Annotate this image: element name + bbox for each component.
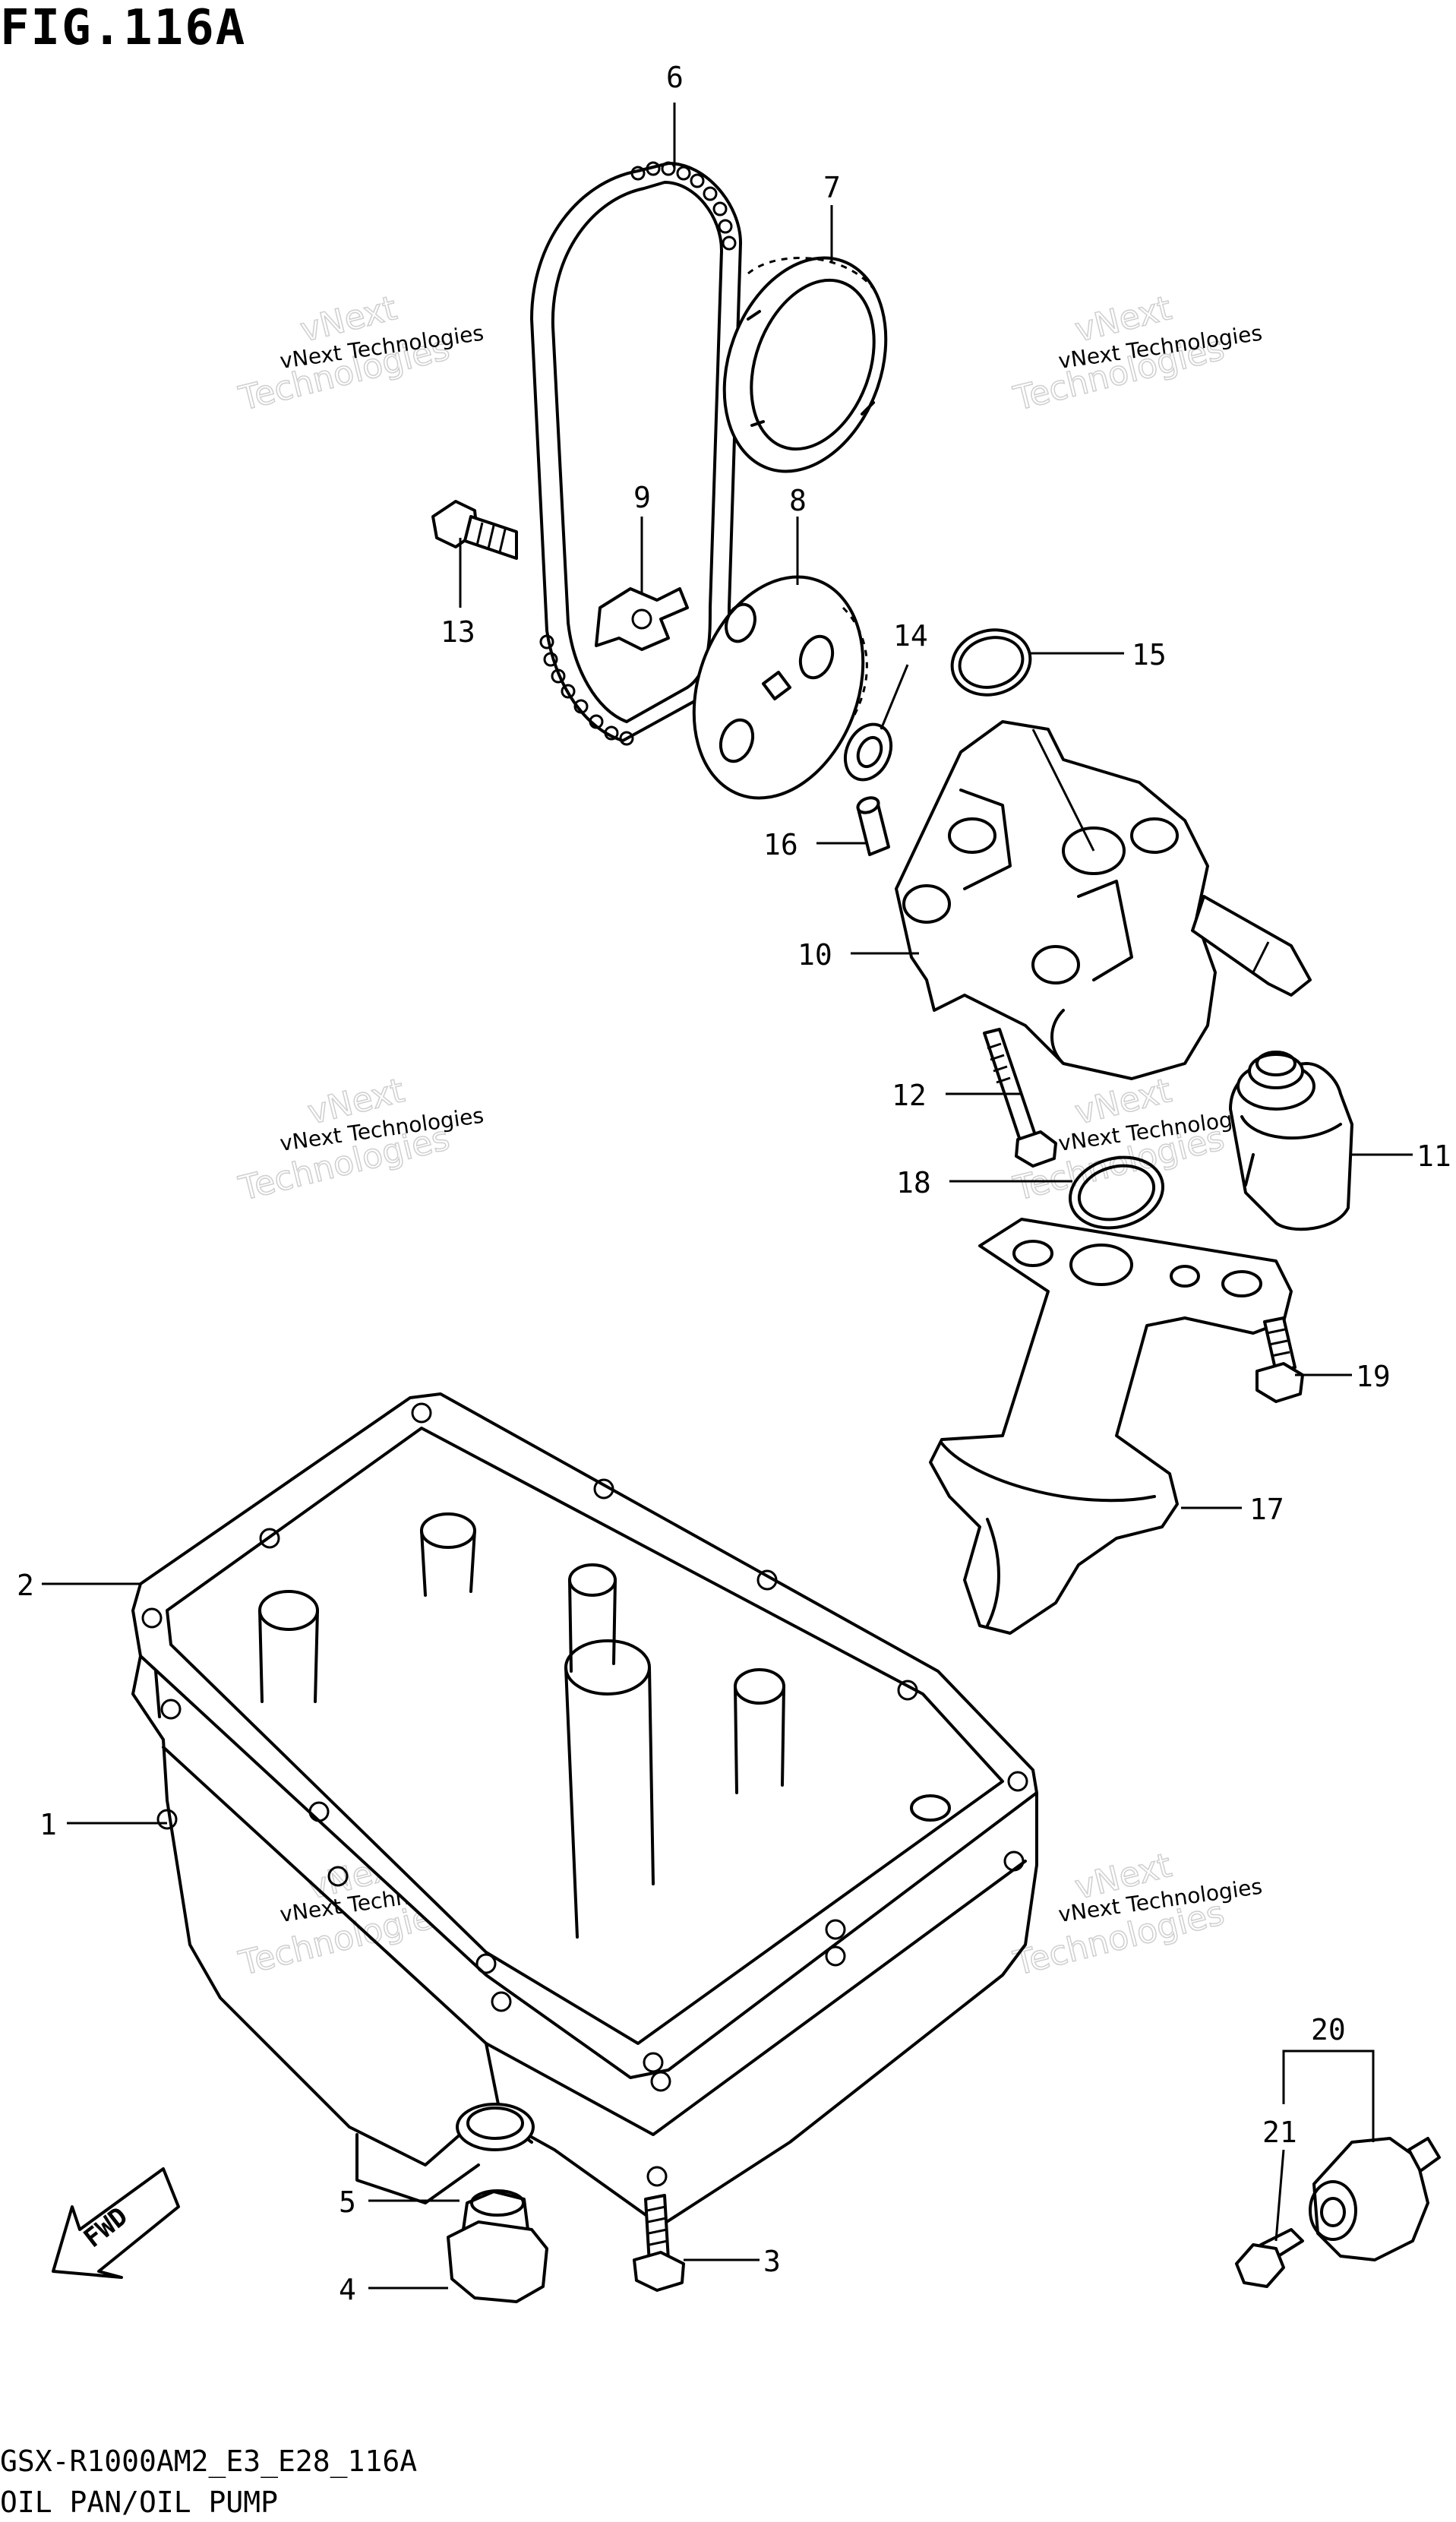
callout-10: 10 — [797, 938, 832, 972]
callout-4: 4 — [339, 2273, 356, 2306]
washer — [843, 722, 893, 782]
callout-11: 11 — [1417, 1139, 1451, 1173]
pan-bolt-holes — [156, 1809, 1025, 2187]
pressure-regulator — [1229, 1051, 1353, 1231]
oil-pan-gasket — [131, 1392, 1038, 2079]
o-ring-upper — [950, 628, 1032, 697]
oil-pump-body — [895, 720, 1312, 1080]
callout-18: 18 — [896, 1166, 931, 1199]
leader-lines — [42, 103, 1413, 2290]
callout-16: 16 — [763, 828, 798, 861]
watermark-top-right: Technologies vNext vNext Technologies — [1009, 288, 1264, 419]
sprocket-retainer — [595, 587, 689, 651]
watermark-mid-left: Technologies vNext vNext Technologies — [235, 1070, 485, 1209]
callout-5: 5 — [339, 2185, 356, 2219]
figure-title: FIG.116A — [0, 0, 247, 56]
callout-2: 2 — [17, 1569, 34, 1602]
callout-20: 20 — [1311, 2013, 1346, 2046]
watermark-low-right: Technologies vNext vNext Technologies — [1009, 1845, 1264, 1983]
callout-21: 21 — [1262, 2116, 1297, 2149]
callout-3: 3 — [763, 2245, 781, 2278]
footer-section-name: OIL PAN/OIL PUMP — [0, 2486, 279, 2519]
chain-guide-bolt — [431, 500, 518, 560]
callout-7: 7 — [823, 171, 841, 204]
chain-links-top — [630, 161, 737, 251]
oil-strainer — [929, 1218, 1293, 1635]
callout-8: 8 — [789, 484, 807, 517]
callout-17: 17 — [1249, 1493, 1284, 1526]
callout-1: 1 — [39, 1808, 57, 1841]
callout-13: 13 — [441, 615, 475, 649]
pan-internal-bosses — [258, 1512, 951, 1939]
callout-15: 15 — [1132, 638, 1167, 672]
callout-6: 6 — [666, 61, 684, 94]
pump-chain — [530, 161, 742, 746]
callout-12: 12 — [892, 1079, 927, 1112]
drive-sprocket — [722, 256, 888, 473]
o-ring-strainer — [1068, 1155, 1165, 1230]
callout-19: 19 — [1356, 1360, 1391, 1393]
watermark-top-left: Technologies vNext vNext Technologies — [235, 288, 485, 419]
fwd-arrow: FWD — [52, 2167, 180, 2279]
callout-14: 14 — [893, 619, 928, 653]
oil-pressure-switch — [1309, 2137, 1441, 2261]
drain-plug — [447, 2189, 548, 2303]
callout-9: 9 — [633, 481, 651, 514]
oil-pan — [131, 1512, 1038, 2227]
dowel-pin — [856, 796, 890, 856]
pump-shaft — [1191, 895, 1312, 997]
chain-links-bottom — [539, 634, 634, 746]
drain-gasket — [456, 2103, 535, 2151]
callout-labels: 1 2 3 4 5 6 7 8 9 10 11 12 13 14 15 16 1… — [17, 61, 1451, 2306]
pump-bolt — [983, 1028, 1057, 1168]
driven-sprocket — [692, 575, 868, 800]
gasket-bolt-holes — [141, 1402, 1028, 2073]
pan-bolt — [633, 2194, 685, 2292]
footer-model-code: GSX-R1000AM2_E3_E28_116A — [0, 2445, 418, 2478]
switch-bolt — [1235, 2228, 1304, 2288]
strainer-bolt — [1255, 1316, 1304, 1403]
